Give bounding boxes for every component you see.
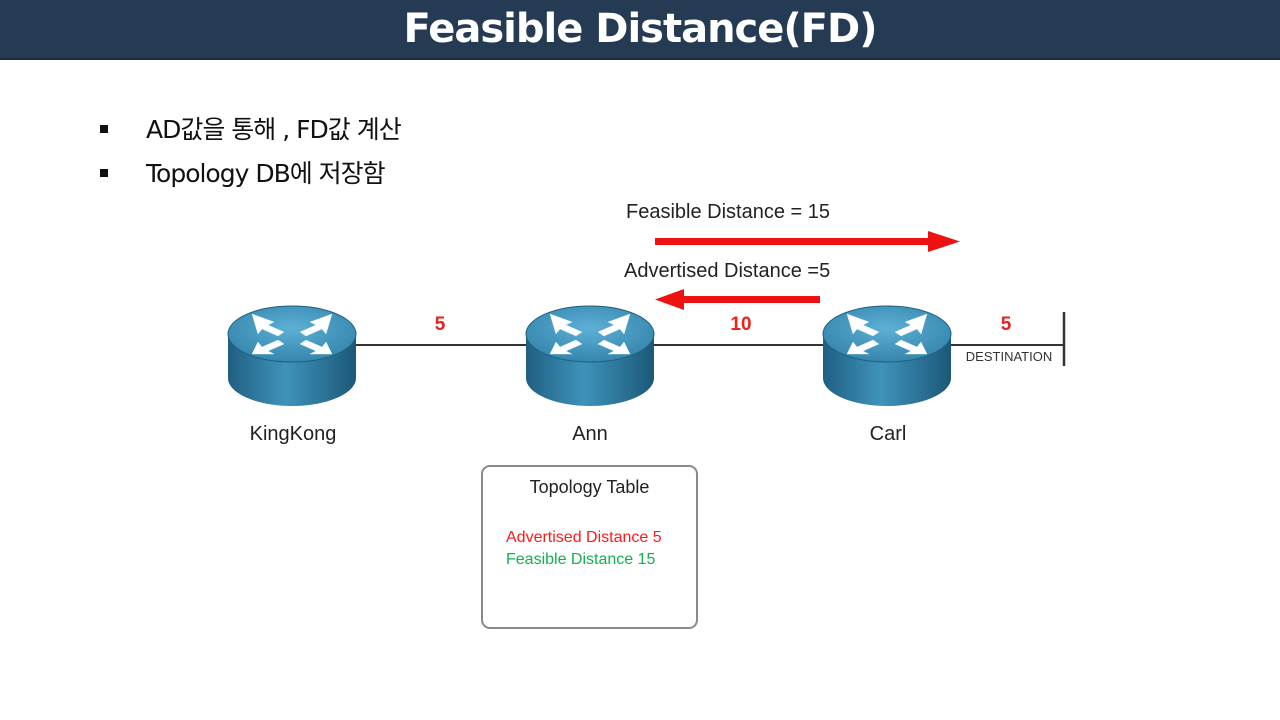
advertised-arrow-icon bbox=[655, 289, 820, 310]
bullet-text: Topology DB에 저장함 bbox=[146, 159, 386, 188]
link-cost: 10 bbox=[730, 314, 751, 335]
router-name-kingkong: KingKong bbox=[250, 423, 337, 445]
feasible-arrow-icon bbox=[655, 231, 960, 252]
bullet-item: Topology DB에 저장함 bbox=[96, 152, 401, 196]
title-bar: Feasible Distance(FD) bbox=[0, 0, 1280, 60]
bullet-list: AD값을 통해 , FD값 계산 Topology DB에 저장함 bbox=[96, 108, 402, 196]
router-name-carl: Carl bbox=[870, 423, 907, 445]
topology-table-title: Topology Table bbox=[529, 477, 650, 497]
topology-table-advertised: Advertised Distance 5 bbox=[506, 529, 662, 546]
bullet-square-icon bbox=[100, 169, 108, 177]
link-cost: 5 bbox=[435, 314, 446, 335]
link-cost: 5 bbox=[1001, 314, 1012, 335]
router-icon-carl bbox=[822, 305, 952, 407]
bullet-square-icon bbox=[100, 125, 108, 133]
router-name-ann: Ann bbox=[572, 423, 608, 445]
page-title: Feasible Distance(FD) bbox=[403, 6, 878, 52]
feasible-distance-label: Feasible Distance = 15 bbox=[626, 201, 830, 223]
topology-table-feasible: Feasible Distance 15 bbox=[506, 551, 656, 568]
advertised-distance-label: Advertised Distance =5 bbox=[624, 260, 830, 282]
router-icon-kingkong bbox=[227, 305, 357, 407]
bullet-item: AD값을 통해 , FD값 계산 bbox=[96, 108, 402, 152]
destination-label: DESTINATION bbox=[966, 349, 1052, 364]
router-icon-ann bbox=[525, 305, 655, 407]
topology-table: Topology Table Advertised Distance 5 Fea… bbox=[481, 465, 698, 629]
bullet-text: AD값을 통해 , FD값 계산 bbox=[146, 115, 402, 144]
